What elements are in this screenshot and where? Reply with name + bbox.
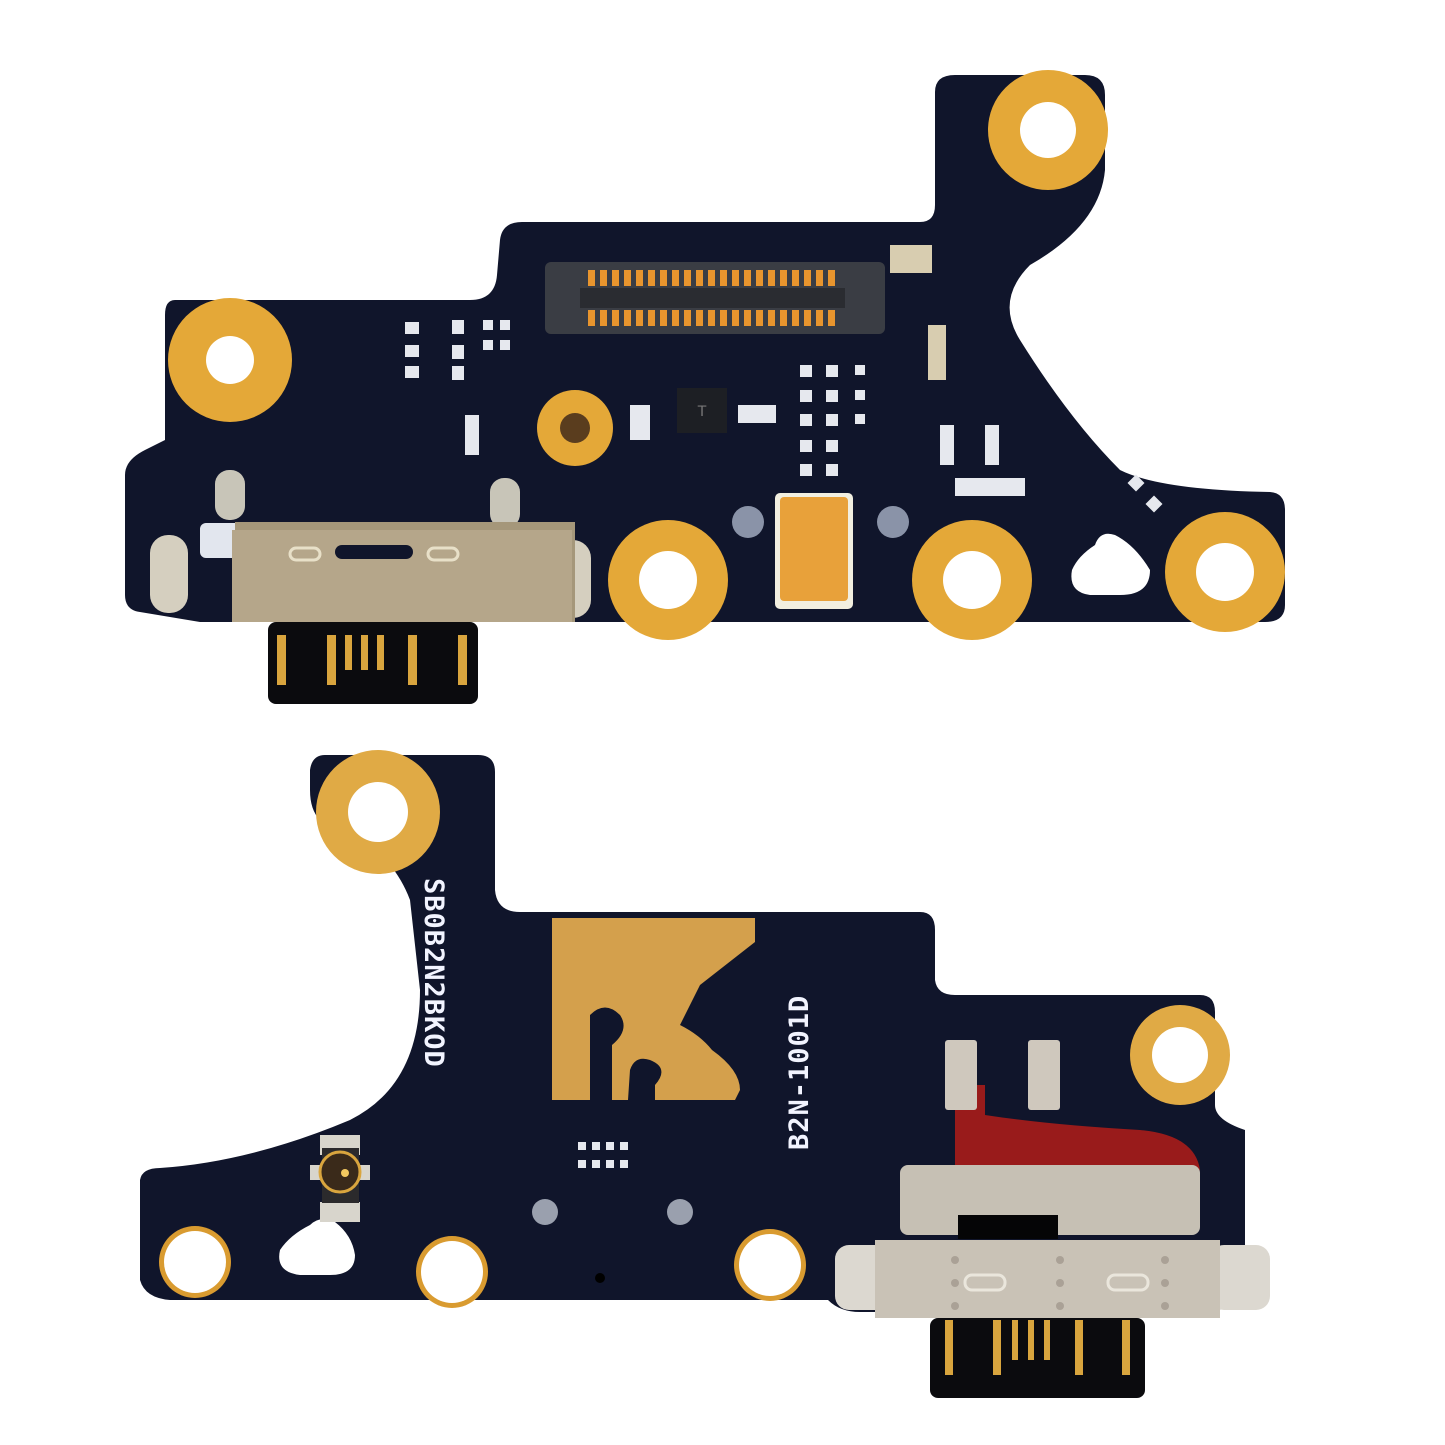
mounting-pad [608,520,728,640]
via [732,506,764,538]
silkscreen-part-number: SB0B2N2BKOD [418,878,449,1068]
mounting-pad [1165,512,1285,632]
board-cutout [279,1219,355,1275]
bottom-board: SB0B2N2BKOD B2N-1001D [140,750,1270,1398]
ic-marking: T [697,404,707,420]
board-cutout [1071,533,1150,595]
shield-clip [945,1040,1060,1110]
antenna-connector [310,1135,370,1222]
board-to-board-connector [545,262,885,334]
usb-port [835,1165,1270,1398]
via [595,1273,605,1283]
red-adhesive [955,1085,1200,1180]
via [667,1199,693,1225]
mounting-pad [316,750,440,874]
gold-ground-plane [552,918,755,1100]
ic-chip: T [677,388,727,433]
top-board: T [125,70,1285,704]
mounting-pad [537,390,613,466]
mounting-pad [988,70,1108,190]
shield-clip [890,245,946,380]
mounting-pad [912,520,1032,640]
mounting-pad [1130,1005,1230,1105]
usb-port [150,470,591,704]
microphone [775,493,853,609]
silkscreen-model-code: B2N-1001D [784,995,815,1150]
mounting-pad [159,1226,231,1298]
via [877,506,909,538]
via [532,1199,558,1225]
smd-components [405,320,1163,513]
mounting-pad [734,1229,806,1301]
mounting-pad [168,298,292,422]
smd-components [578,1142,628,1168]
mounting-pad [416,1236,488,1308]
